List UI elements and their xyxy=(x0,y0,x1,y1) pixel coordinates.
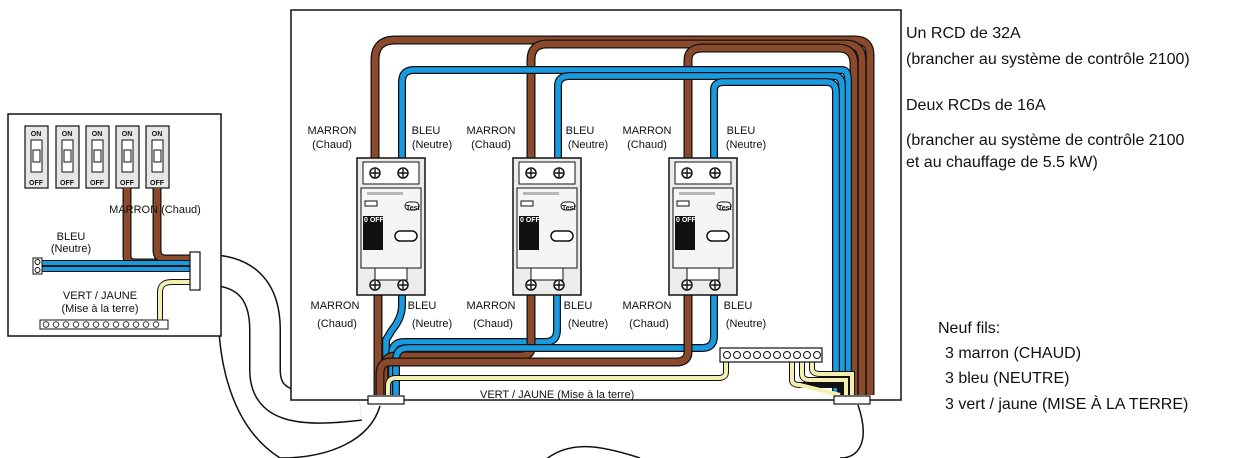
rcd-16a-2-bottom-brown-sub: (Chaud) xyxy=(629,318,669,330)
rcd-32a-bottom-blue-sub: (Neutre) xyxy=(412,318,452,330)
breaker-3-on: ON xyxy=(92,131,103,138)
breaker-2-on: ON xyxy=(62,131,73,138)
rcd-16a-1[interactable] xyxy=(512,157,582,296)
breaker-1-off: OFF xyxy=(29,180,44,187)
rcd-16a-1-top-blue-sub: (Neutre) xyxy=(568,139,608,151)
rcd-16a-1-bottom-blue-label: BLEU xyxy=(564,300,593,312)
rcd-16a-2-top-brown-label: MARRON xyxy=(623,125,672,137)
breaker-3-off: OFF xyxy=(90,180,105,187)
note-rcd32-desc: (brancher au système de contrôle 2100) xyxy=(906,51,1190,68)
breaker-1-on: ON xyxy=(31,131,42,138)
rcd-16a-1-bottom-brown-sub: (Chaud) xyxy=(473,318,513,330)
breaker-5-on: ON xyxy=(152,131,163,138)
ground-wires xyxy=(385,362,855,397)
earth-terminal-bar xyxy=(39,319,169,330)
rcd-16a-2-top-brown-sub: (Chaud) xyxy=(627,139,667,151)
rcd-16a-2-off-label: 0 OFF xyxy=(676,217,697,224)
neutral-terminal xyxy=(32,257,43,275)
rcd-16a-2-bottom-blue-label: BLEU xyxy=(724,300,753,312)
rcd-16a-1-test-label: Test xyxy=(562,205,577,212)
rcd-32a-top-blue-label: BLEU xyxy=(412,125,441,137)
left-brown-label: MARRON (Chaud) xyxy=(109,204,201,216)
rcd-32a-test-label: Test xyxy=(406,205,421,212)
left-blue-sub: (Neutre) xyxy=(51,243,91,255)
entry-gland-right xyxy=(833,395,871,405)
left-panel-gland xyxy=(189,251,201,291)
rcd-16a-1-bottom-brown-label: MARRON xyxy=(467,300,516,312)
rcd-16a-1-top-brown-label: MARRON xyxy=(467,125,516,137)
conduit-right xyxy=(546,404,864,458)
blue-top-wires xyxy=(398,66,852,395)
note-wires-blue: 3 bleu (NEUTRE) xyxy=(945,370,1069,387)
rcd-16a-1-top-blue-label: BLEU xyxy=(566,125,595,137)
rcd-16a-2-top-blue-label: BLEU xyxy=(727,125,756,137)
note-rcd16-desc-2: et au chauffage de 5.5 kW) xyxy=(906,154,1098,171)
rcd-32a-top-blue-sub: (Neutre) xyxy=(412,139,452,151)
note-wires-title: Neuf fils: xyxy=(938,320,1000,337)
rcd-16a-1-bottom-blue-sub: (Neutre) xyxy=(568,318,608,330)
rcd-32a-bottom-brown-sub: (Chaud) xyxy=(317,318,357,330)
breaker-2-off: OFF xyxy=(60,180,75,187)
rcd-32a-top-brown-label: MARRON xyxy=(308,125,357,137)
rcd-32a-top-brown-sub: (Chaud) xyxy=(312,139,352,151)
rcd-32a[interactable] xyxy=(356,157,426,296)
rcd-16a-1-off-label: 0 OFF xyxy=(520,217,541,224)
brown-top-wires xyxy=(370,35,875,395)
breaker-4-on: ON xyxy=(122,131,133,138)
rcd-16a-2-bottom-brown-label: MARRON xyxy=(623,300,672,312)
rcd-32a-bottom-brown-label: MARRON xyxy=(311,300,360,312)
left-ground-sub: (Mise à la terre) xyxy=(61,303,138,315)
left-ground-label: VERT / JAUNE xyxy=(63,290,137,302)
left-panel-wires xyxy=(42,188,200,320)
rcd-16a-2-top-blue-sub: (Neutre) xyxy=(726,139,766,151)
rcd-32a-bottom-blue-label: BLEU xyxy=(408,300,437,312)
bottom-wires xyxy=(373,295,718,395)
note-wires-brown: 3 marron (CHAUD) xyxy=(945,345,1081,362)
rcd-16a-2-bottom-blue-sub: (Neutre) xyxy=(726,318,766,330)
rcd-16a-1-top-brown-sub: (Chaud) xyxy=(471,139,511,151)
main-ground-label: VERT / JAUNE (Mise à la terre) xyxy=(480,389,634,401)
breaker-4-off: OFF xyxy=(120,180,135,187)
note-wires-ground: 3 vert / jaune (MISE À LA TERRE) xyxy=(945,394,1188,413)
note-rcd32-title: Un RCD de 32A xyxy=(906,25,1021,42)
rcd-16a-2-test-label: Test xyxy=(718,205,733,212)
ground-terminal-block xyxy=(719,347,823,363)
conduit-left-panel-to-box xyxy=(199,253,362,424)
note-rcd16-title: Deux RCDs de 16A xyxy=(906,97,1046,114)
note-rcd16-desc-1: (brancher au système de contrôle 2100 xyxy=(906,132,1184,149)
entry-gland-left xyxy=(367,395,405,405)
breaker-5-off: OFF xyxy=(150,180,165,187)
rcd-32a-off-label: 0 OFF xyxy=(364,217,385,224)
rcd-16a-2[interactable] xyxy=(668,157,738,296)
left-blue-label: BLEU xyxy=(57,231,86,243)
